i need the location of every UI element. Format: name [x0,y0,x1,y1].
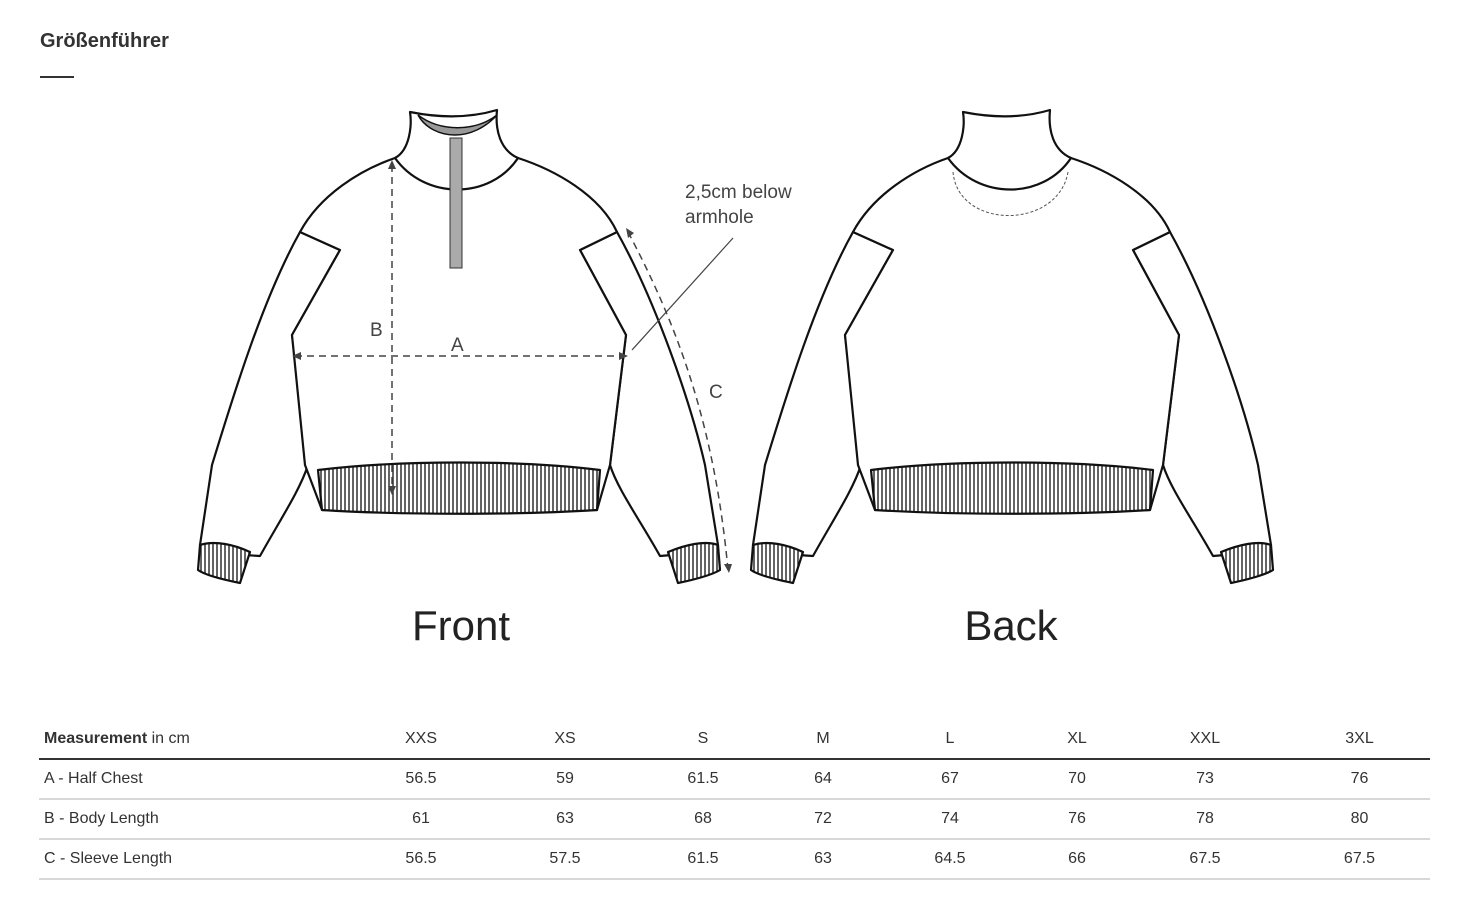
annotation-line-1: 2,5cm below [685,182,792,203]
header-size: XXL [1121,720,1289,760]
cell-value: 64.5 [867,839,1033,880]
front-sweater-illustration: B A C [196,108,734,585]
size-table: Measurement in cm XXS XS S M L XL XXL 3X… [39,720,1430,880]
armhole-annotation: 2,5cm below armhole [685,180,792,230]
cell-value: 76 [1033,799,1121,840]
marker-b: B [370,320,383,341]
annotation-line-2: armhole [685,207,754,228]
header-size: L [867,720,1033,760]
back-sweater-illustration [749,108,1275,585]
cell-value: 67.5 [1289,839,1430,880]
front-label: Front [411,602,511,649]
cell-value: 56.5 [339,839,503,880]
cell-value: 67 [867,759,1033,800]
cell-value: 74 [867,799,1033,840]
back-label: Back [964,602,1058,649]
row-label: B - Body Length [39,799,339,840]
cell-value: 73 [1121,759,1289,800]
cell-value: 59 [503,759,627,800]
cell-value: 76 [1289,759,1430,800]
page-title: Größenführer [40,30,169,52]
marker-c: C [709,382,723,403]
cell-value: 61.5 [627,839,779,880]
header-size: XL [1033,720,1121,760]
header-size: XS [503,720,627,760]
cell-value: 61.5 [627,759,779,800]
cell-value: 63 [779,839,867,880]
row-label: A - Half Chest [39,759,339,800]
marker-a: A [451,335,464,356]
cell-value: 67.5 [1121,839,1289,880]
cell-value: 61 [339,799,503,840]
title-divider [40,76,74,78]
cell-value: 64 [779,759,867,800]
row-label: C - Sleeve Length [39,839,339,880]
header-size: 3XL [1289,720,1430,760]
cell-value: 63 [503,799,627,840]
header-size: S [627,720,779,760]
cell-value: 56.5 [339,759,503,800]
header-size: XXS [339,720,503,760]
header-measurement: Measurement in cm [39,720,339,760]
size-diagram: B A C [196,108,1275,585]
cell-value: 66 [1033,839,1121,880]
cell-value: 68 [627,799,779,840]
cell-value: 72 [779,799,867,840]
cell-value: 70 [1033,759,1121,800]
cell-value: 57.5 [503,839,627,880]
cell-value: 80 [1289,799,1430,840]
cell-value: 78 [1121,799,1289,840]
header-size: M [779,720,867,760]
table-header-row: Measurement in cm XXS XS S M L XL XXL 3X… [39,720,1430,760]
